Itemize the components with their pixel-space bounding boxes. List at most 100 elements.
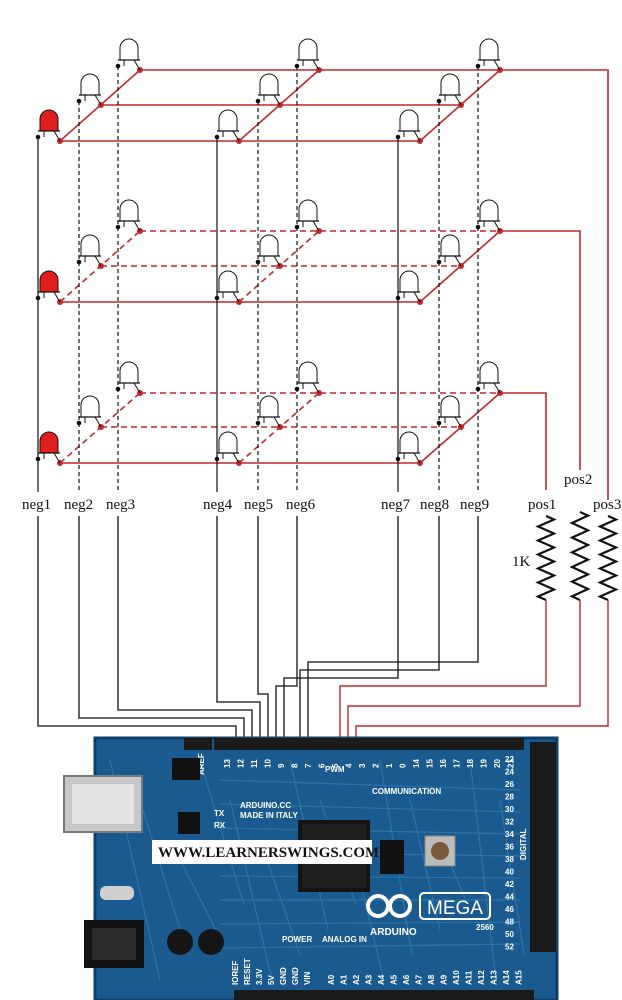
neg3-label: neg3 — [106, 497, 135, 513]
neg4-label: neg4 — [203, 497, 233, 513]
top-pin-label: 6 — [318, 763, 327, 768]
led-lead — [493, 59, 501, 71]
led-lead — [232, 452, 240, 464]
neg1-label: neg1 — [22, 497, 51, 513]
led-3-m-2 — [436, 395, 464, 430]
led-3-m-0 — [76, 395, 104, 430]
capacitor-2 — [198, 929, 224, 955]
top-pin-label: 1 — [385, 763, 394, 768]
top-pin-label: 18 — [466, 759, 475, 768]
led-body — [399, 109, 419, 132]
right-pin-label: 28 — [505, 793, 514, 802]
led-1-b-1 — [294, 38, 322, 73]
led-lead — [413, 452, 421, 464]
analog-pin-label: A2 — [352, 974, 361, 985]
led-2-m-1 — [255, 234, 283, 269]
analog-pin-label: A8 — [427, 974, 436, 985]
led-body — [80, 73, 100, 96]
neg9-label: neg9 — [460, 497, 489, 513]
top-pin-label: 21 — [507, 759, 516, 768]
top-pin-label: 11 — [250, 759, 259, 768]
led-2-m-0 — [76, 234, 104, 269]
power-pin-label: 5V — [267, 975, 276, 985]
led-body — [259, 395, 279, 418]
analog-pin-label: A4 — [377, 974, 386, 985]
led-body — [39, 109, 59, 132]
neg-wire-1 — [37, 516, 237, 740]
right-pin-label: 38 — [505, 855, 514, 864]
led-body — [479, 361, 499, 384]
digital-label: DIGITAL — [519, 828, 528, 860]
right-pin-label: 40 — [505, 868, 514, 877]
analog-pin-label: A6 — [402, 974, 411, 985]
made-in-label: MADE IN ITALY — [240, 811, 298, 820]
top-pin-label: 12 — [237, 759, 246, 768]
analog-pin-label: A7 — [415, 974, 424, 985]
right-pin-label: 44 — [505, 893, 514, 902]
led-body — [218, 109, 238, 132]
analog-pin-label: A12 — [477, 970, 486, 985]
trace — [469, 759, 497, 981]
led-body — [298, 199, 318, 222]
top-pin-label: 16 — [439, 759, 448, 768]
led-lead — [454, 255, 462, 267]
crystal — [100, 886, 134, 900]
watermark-text: WWW.LEARNERSWINGS.COM — [158, 845, 379, 861]
led-lead — [53, 452, 61, 464]
right-pin-label: 46 — [505, 905, 514, 914]
analog-pin-label: A0 — [327, 974, 336, 985]
right-pin-label: 42 — [505, 880, 514, 889]
right-pin-label: 32 — [505, 818, 514, 827]
right-pin-label: 48 — [505, 918, 514, 927]
top-pin-label: 19 — [480, 759, 489, 768]
resistor-1 — [535, 514, 557, 602]
top-pin-label: 4 — [345, 763, 354, 768]
top-pin-label: 14 — [412, 759, 421, 768]
capacitor-1 — [167, 929, 193, 955]
neg-wire-7 — [283, 516, 399, 740]
model-number-label: 2560 — [476, 923, 494, 932]
rx-label: RX — [214, 821, 226, 830]
top-pin-label: 3 — [358, 763, 367, 768]
led-3-b-1 — [294, 361, 322, 396]
led-lead — [53, 130, 61, 142]
right-pin-label: 22 — [505, 755, 514, 764]
led-2-b-2 — [475, 199, 503, 234]
led-1-f-2 — [395, 109, 423, 144]
led-lead — [493, 382, 501, 394]
neg2-label: neg2 — [64, 497, 93, 513]
power-pin-label: 3.3V — [255, 968, 264, 985]
led-3-m-1 — [255, 395, 283, 430]
neg-wire-4 — [216, 516, 261, 740]
cathode-labels: neg1 neg2 neg3 neg4 neg5 neg6 neg7 neg8 … — [22, 497, 489, 513]
aref-label: AREF — [197, 753, 206, 775]
led-1-m-2 — [436, 73, 464, 108]
led-lead — [273, 94, 281, 106]
top-pin-label: 2 — [372, 763, 381, 768]
neg6-label: neg6 — [286, 497, 316, 513]
neg-wire-8 — [299, 516, 440, 740]
arduino-infinity-logo — [366, 894, 412, 918]
led-lead — [53, 291, 61, 303]
led-body — [218, 431, 238, 454]
power-pin-label: GND — [291, 967, 300, 985]
led-1-f-1 — [214, 109, 242, 144]
icsp-header-2 — [380, 840, 404, 874]
led-body — [119, 199, 139, 222]
led-body — [479, 199, 499, 222]
led-lead — [133, 220, 141, 232]
arduino-cc-label: ARDUINO.CC — [240, 801, 291, 810]
bottom-header — [234, 990, 534, 1000]
tx-label: TX — [214, 809, 225, 818]
top-pin-label: 5 — [331, 763, 340, 768]
pos-wire-3 — [355, 600, 609, 740]
usb-connector-inner — [72, 784, 134, 824]
led-body — [259, 73, 279, 96]
analog-pin-label: A14 — [502, 970, 511, 985]
led-lead — [493, 220, 501, 232]
trace — [229, 799, 273, 981]
power-label: POWER — [282, 935, 312, 944]
led-3-b-2 — [475, 361, 503, 396]
